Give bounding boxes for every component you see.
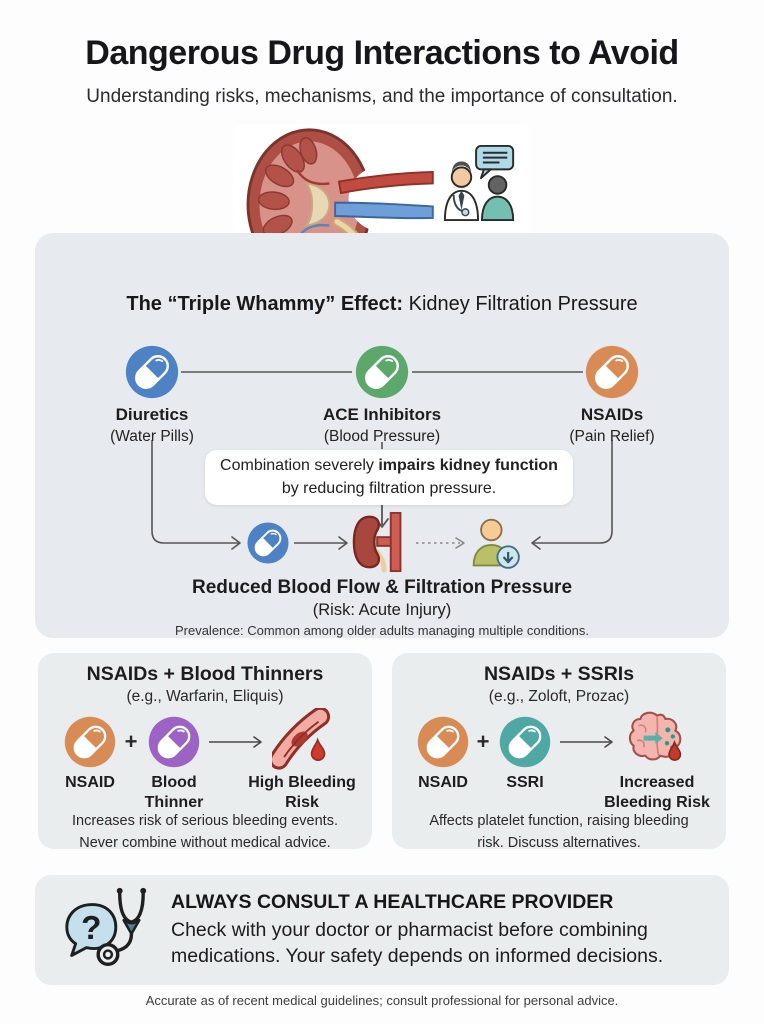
page-title: Dangerous Drug Interactions to Avoid	[85, 34, 679, 72]
combination-note: Combination severely impairs kidney func…	[205, 450, 573, 505]
drug-name: NSAIDs	[580, 405, 644, 424]
banner-title: ALWAYS CONSULT A HEALTHCARE PROVIDER	[171, 891, 614, 913]
card-nsaids-blood-thinners: NSAIDs + Blood Thinners (e.g., Warfarin,…	[38, 653, 372, 851]
triple-whammy-panel: The “Triple Whammy” Effect: Kidney Filtr…	[35, 233, 729, 638]
combo-text-line2: by reducing filtration pressure.	[281, 480, 497, 497]
card-body: Increases risk of serious bleeding event…	[38, 810, 372, 854]
pill-icon	[585, 345, 639, 399]
banner-body: Check with your doctor or pharmacist bef…	[171, 917, 663, 969]
panel-heading-rest: Kidney Filtration Pressure	[403, 293, 638, 315]
page-subtitle: Understanding risks, mechanisms, and the…	[86, 86, 678, 107]
panel-heading-bold: The “Triple Whammy” Effect:	[126, 293, 404, 315]
banner-line2: medications. Your safety depends on info…	[171, 945, 664, 967]
result-label: High Bleeding Risk	[248, 774, 356, 811]
combo-text-bold: impairs kidney function	[378, 457, 558, 474]
brain-bleeding-icon	[628, 711, 682, 761]
pill-icon	[125, 345, 179, 399]
drug-label-diuretics: Diuretics (Water Pills)	[72, 404, 232, 448]
card-subtitle: (e.g., Warfarin, Eliquis)	[126, 688, 284, 705]
plus-sign: +	[476, 729, 490, 754]
card-body-line1: Increases risk of serious bleeding event…	[72, 813, 338, 829]
pill-icon	[64, 716, 116, 768]
doctor-patient-icon	[443, 144, 515, 222]
card-body-line2: Never combine without medical advice.	[79, 835, 331, 851]
combo-text-pre: Combination severely	[220, 457, 379, 474]
card-title: NSAIDs + Blood Thinners	[86, 663, 324, 685]
pill-icon	[247, 522, 289, 564]
drug-sub: (Blood Pressure)	[323, 428, 441, 445]
pill-icon	[499, 716, 551, 768]
pill-icon	[148, 716, 200, 768]
plus-sign: +	[124, 729, 138, 754]
pill-icon	[355, 345, 409, 399]
arrow-icon	[209, 736, 262, 748]
card-nsaids-ssris: NSAIDs + SSRIs (e.g., Zoloft, Prozac) + …	[392, 653, 726, 851]
pill-icon	[417, 716, 469, 768]
item-label: NSAID	[65, 774, 115, 791]
flow-result-sub: (Risk: Acute Injury)	[312, 601, 452, 619]
flow-result-title: Reduced Blood Flow & Filtration Pressure	[191, 577, 573, 598]
panel-heading: The “Triple Whammy” Effect: Kidney Filtr…	[35, 293, 729, 316]
drug-name: Diuretics	[115, 405, 189, 424]
card-subtitle: (e.g., Zoloft, Prozac)	[488, 688, 630, 705]
question-mark: ?	[81, 910, 101, 947]
arrow-icon	[560, 736, 613, 748]
banner-line1: Check with your doctor or pharmacist bef…	[171, 919, 648, 941]
drug-label-nsaids: NSAIDs (Pain Relief)	[532, 404, 692, 448]
card-body-line1: Affects platelet function, raising bleed…	[429, 813, 689, 829]
card-body-line2: risk. Discuss alternatives.	[477, 835, 641, 851]
drug-label-ace-inhibitors: ACE Inhibitors (Blood Pressure)	[302, 404, 462, 448]
footer-disclaimer: Accurate as of recent medical guidelines…	[145, 993, 619, 1008]
consult-banner: ? ALWAYS CONSULT A HEALTHCARE PROVIDER C…	[35, 875, 729, 985]
card-body: Affects platelet function, raising bleed…	[392, 810, 726, 854]
patient-decline-icon	[472, 518, 520, 569]
consult-icon: ?	[65, 887, 147, 966]
drug-sub: (Water Pills)	[110, 428, 194, 445]
bleeding-vessel-icon	[272, 708, 331, 770]
drug-name: ACE Inhibitors	[322, 405, 442, 424]
item-label: SSRI	[506, 774, 544, 791]
drug-sub: (Pain Relief)	[569, 428, 655, 445]
card-title: NSAIDs + SSRIs	[483, 663, 635, 685]
kidney-artery-icon	[352, 511, 402, 573]
prevalence-note: Prevalence: Common among older adults ma…	[174, 623, 590, 638]
item-label: NSAID	[418, 774, 468, 791]
result-label: Increased Bleeding Risk	[604, 774, 710, 811]
item-label: Blood Thinner	[144, 774, 204, 811]
